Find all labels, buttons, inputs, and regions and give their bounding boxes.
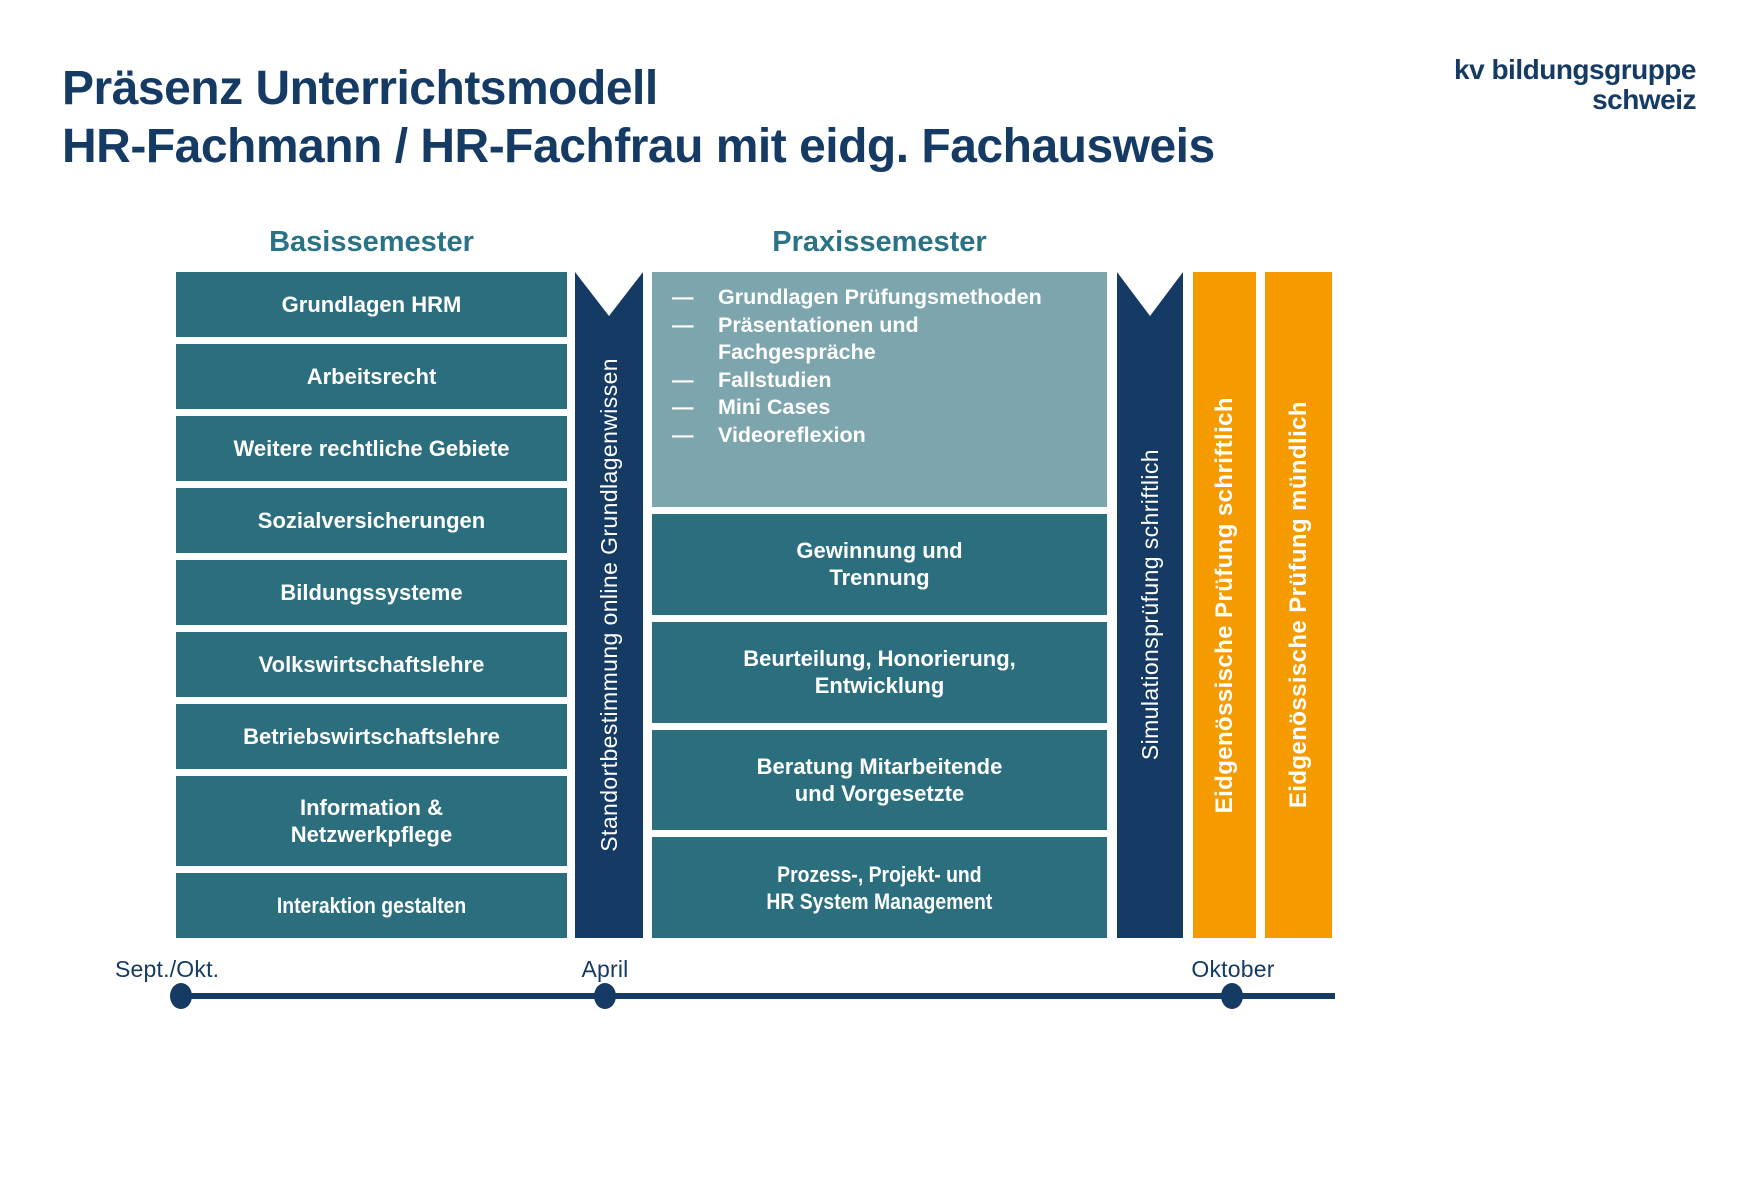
basis-subject-label: Arbeitsrecht — [306, 364, 437, 390]
basis-subject-box: Betriebswirtschaftslehre — [176, 704, 567, 770]
dash-bullet-icon: — — [672, 367, 694, 392]
dash-bullet-icon: — — [672, 285, 694, 309]
page-title-line2: HR-Fachmann / HR-Fachfrau mit eidg. Fach… — [62, 120, 1215, 173]
praxis-method-item: — Präsentationen und Fachgespräche — [672, 312, 1099, 367]
dash-bullet-icon: — — [672, 312, 694, 337]
simulationspruefung-bar: Simulationsprüfung schriftlich — [1117, 272, 1183, 938]
basis-subject-label: Weitere rechtliche Gebiete — [233, 436, 510, 462]
basis-subject-box: Interaktion gestalten — [176, 872, 567, 938]
simulationspruefung-label: Simulationsprüfung schriftlich — [1136, 449, 1163, 761]
basis-subject-label: Interaktion gestalten — [276, 892, 467, 918]
basissemester-heading: Basissemester — [269, 226, 474, 258]
dash-bullet-icon: — — [672, 422, 694, 447]
praxis-method-item: — Videoreflexion — [672, 422, 1099, 450]
eidg-pruefung-schriftlich-bar: Eidgenössische Prüfung schriftlich — [1193, 272, 1256, 938]
kv-bildungsgruppe-logo: kv bildungsgruppe schweiz — [1454, 55, 1696, 115]
praxis-subject-label: Beratung Mitarbeitende und Vorgesetzte — [756, 753, 1003, 806]
praxis-method-label: Mini Cases — [718, 395, 831, 419]
basis-subject-label: Betriebswirtschaftslehre — [243, 724, 500, 750]
basis-subject-label: Volkswirtschaftslehre — [258, 652, 485, 678]
standortbestimmung-label: Standortbestimmung online Grundlagenwiss… — [595, 358, 622, 852]
timeline-label-april: April — [581, 956, 629, 982]
praxis-method-item: — Grundlagen Prüfungsmethoden — [672, 284, 1099, 312]
basis-subject-label: Bildungssysteme — [280, 580, 463, 606]
praxis-method-item: — Mini Cases — [672, 394, 1099, 422]
timeline-dot-sept-okt — [170, 983, 192, 1009]
timeline-label-oktober: Oktober — [1191, 956, 1275, 982]
logo-line1: kv bildungsgruppe — [1454, 54, 1696, 85]
page-title: Präsenz Unterrichtsmodell HR-Fachmann / … — [62, 60, 1215, 176]
praxissemester-column: — Grundlagen Prüfungsmethoden — Präsentati… — [652, 272, 1107, 938]
basis-subject-box: Information & Netzwerkpflege — [176, 776, 567, 866]
praxis-subject-box: Prozess-, Projekt- und HR System Managem… — [652, 837, 1107, 938]
basis-subject-label: Grundlagen HRM — [281, 292, 462, 318]
praxissemester-heading: Praxissemester — [772, 226, 987, 258]
praxis-subject-box: Beurteilung, Honorierung, Entwicklung — [652, 621, 1107, 723]
eidg-pruefung-muendlich-bar: Eidgenössische Prüfung mündlich — [1265, 272, 1332, 938]
standortbestimmung-bar: Standortbestimmung online Grundlagenwiss… — [575, 272, 643, 938]
eidg-pruefung-schriftlich-label: Eidgenössische Prüfung schriftlich — [1210, 396, 1238, 814]
basis-subject-label: Information & Netzwerkpflege — [290, 795, 453, 848]
praxis-subject-label: Gewinnung und Trennung — [796, 538, 963, 591]
timeline-label-sept-okt: Sept./Okt. — [115, 956, 220, 982]
praxis-subject-box: Beratung Mitarbeitende und Vorgesetzte — [652, 729, 1107, 831]
basis-subject-box: Volkswirtschaftslehre — [176, 632, 567, 698]
praxis-method-label: Videoreflexion — [718, 422, 866, 447]
praxis-method-item: — Fallstudien — [672, 367, 1099, 395]
timeline-dot-oktober — [1221, 983, 1243, 1009]
praxis-method-label: Fallstudien — [718, 367, 832, 392]
praxis-subject-label: Prozess-, Projekt- und HR System Managem… — [766, 861, 993, 914]
basis-subject-label: Sozialversicherungen — [257, 508, 486, 534]
praxis-subject-box: Gewinnung und Trennung — [652, 514, 1107, 615]
praxis-method-label: Präsentationen und Fachgespräche — [718, 312, 919, 365]
basis-subject-box: Weitere rechtliche Gebiete — [176, 416, 567, 482]
eidg-pruefung-muendlich-label: Eidgenössische Prüfung mündlich — [1284, 401, 1312, 809]
timeline-dot-april — [594, 983, 616, 1009]
basissemester-column: Grundlagen HRM Arbeitsrecht Weitere rech… — [176, 272, 567, 938]
logo-line2: schweiz — [1592, 84, 1696, 115]
basis-subject-box: Bildungssysteme — [176, 560, 567, 626]
basis-subject-box: Arbeitsrecht — [176, 344, 567, 410]
page-title-line1: Präsenz Unterrichtsmodell — [62, 62, 658, 115]
timeline-line — [181, 993, 1335, 999]
praxis-method-label: Grundlagen Prüfungsmethoden — [718, 285, 1042, 309]
praxis-methods-box: — Grundlagen Prüfungsmethoden — Präsentati… — [652, 272, 1107, 507]
dash-bullet-icon: — — [672, 395, 694, 419]
praxis-subject-label: Beurteilung, Honorierung, Entwicklung — [743, 646, 1016, 699]
basis-subject-box: Sozialversicherungen — [176, 488, 567, 554]
basis-subject-box: Grundlagen HRM — [176, 272, 567, 338]
